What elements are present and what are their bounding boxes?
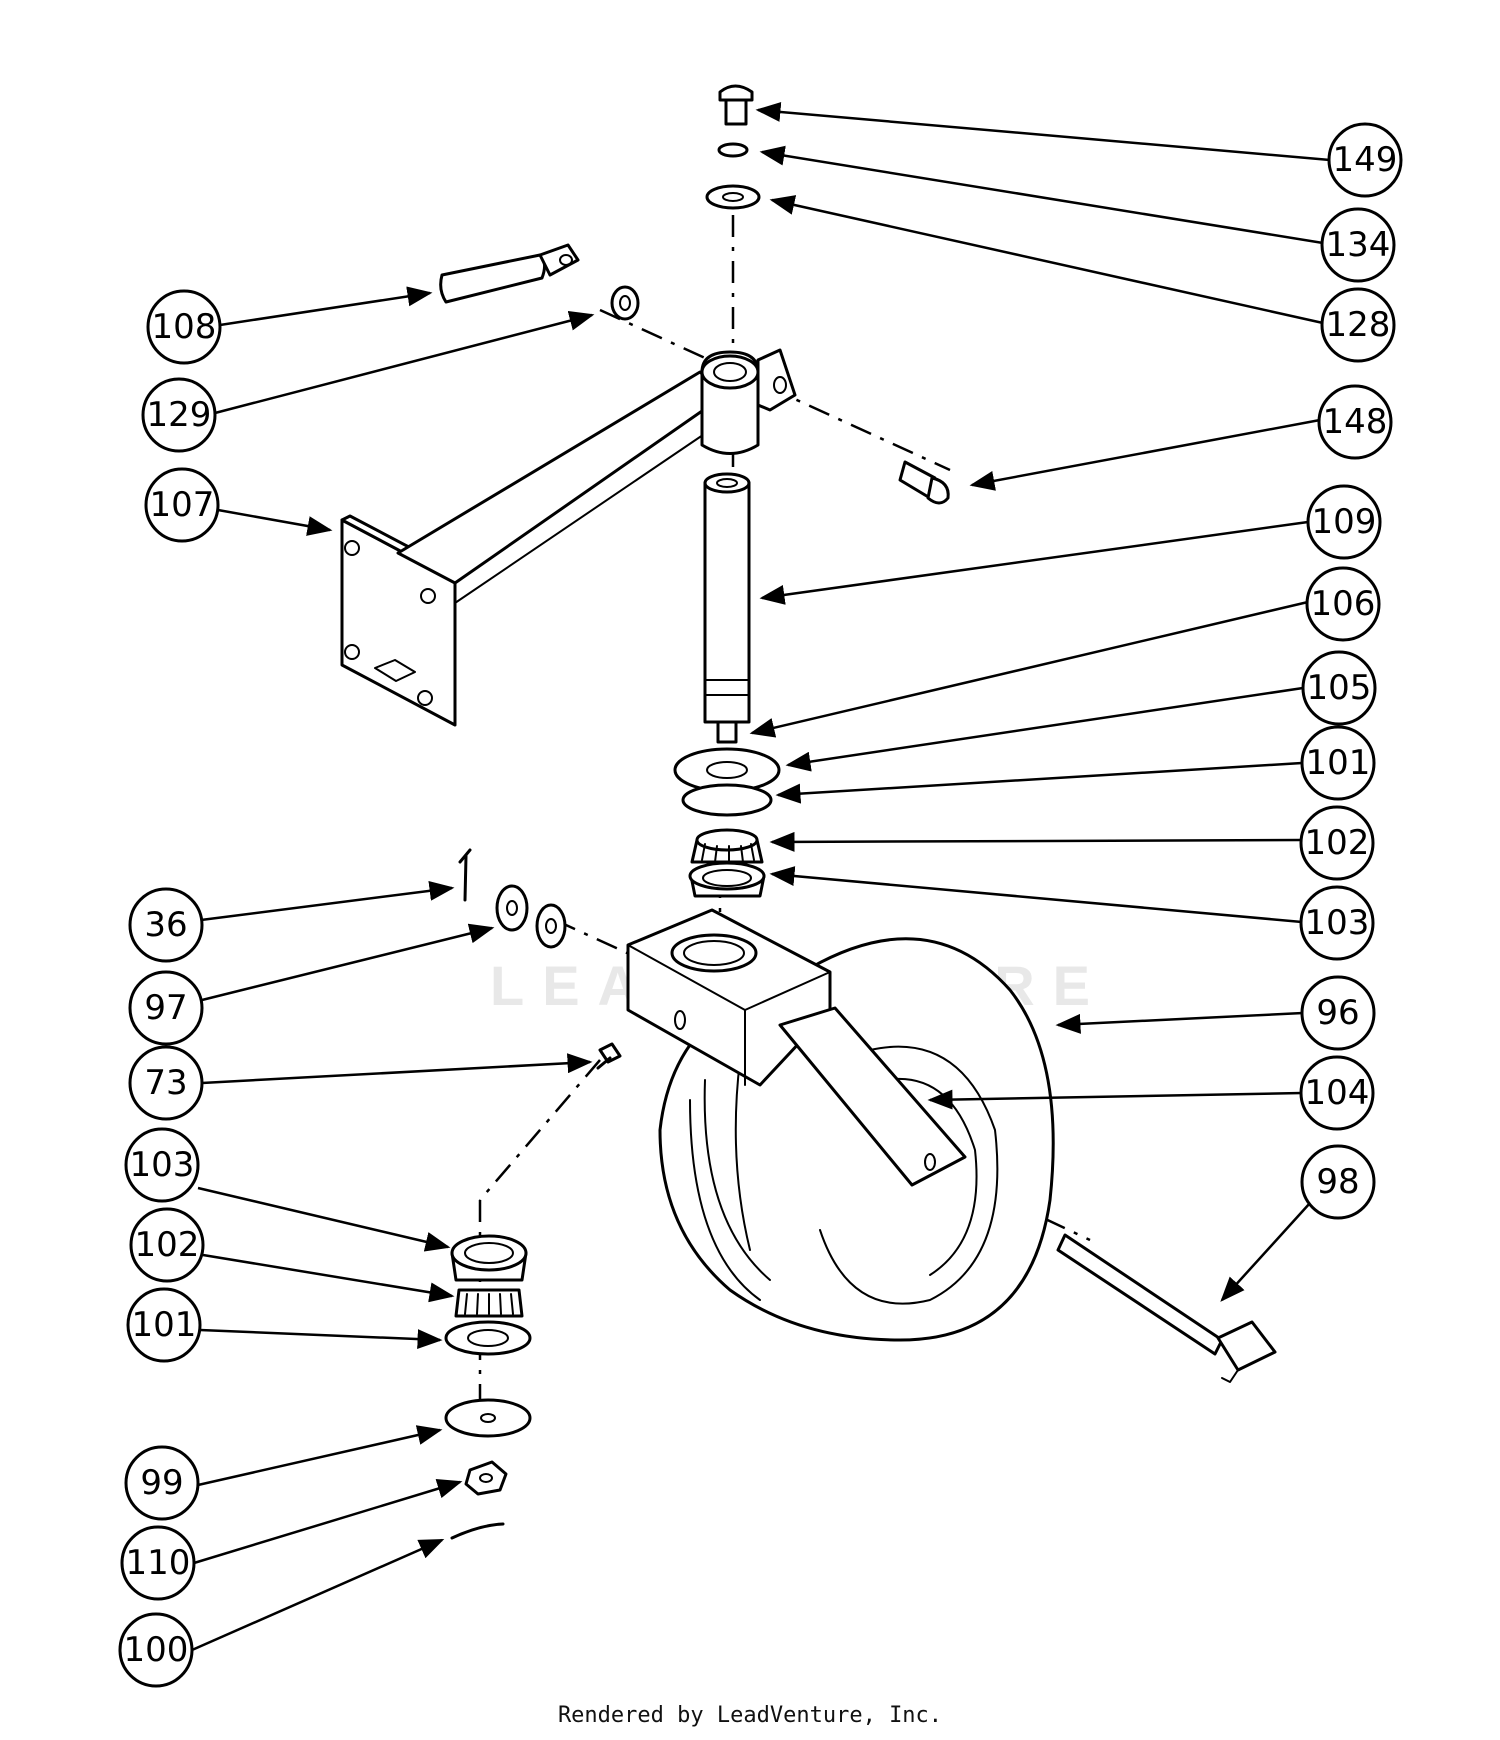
callout-label: 100 (124, 1630, 189, 1670)
callout-109: 109 (1306, 484, 1382, 560)
callout-label: 96 (1316, 993, 1359, 1033)
flat-washer-128 (705, 184, 761, 210)
callout-106: 106 (1305, 566, 1381, 642)
axle-bolt-98 (1056, 1233, 1277, 1383)
callout-label: 101 (132, 1305, 197, 1345)
callout-label: 129 (147, 395, 212, 435)
callout-148: 148 (1317, 384, 1393, 460)
axle-arm-107 (340, 348, 797, 727)
washer-101-lower (444, 1320, 532, 1356)
callout-103-upper: 103 (1299, 885, 1375, 961)
callout-label: 149 (1333, 140, 1398, 180)
leader-lines (191, 101, 1331, 1652)
callout-label: 36 (144, 905, 187, 945)
fitting-73 (596, 1042, 622, 1070)
callout-103-lower: 103 (124, 1127, 200, 1203)
callout-label: 107 (150, 485, 215, 525)
callout-128: 128 (1320, 287, 1396, 363)
callout-149: 149 (1327, 122, 1403, 198)
callout-label: 134 (1326, 225, 1391, 265)
callout-129: 129 (141, 377, 217, 453)
cup-103-upper (688, 861, 766, 898)
callout-134: 134 (1320, 207, 1396, 283)
callout-104: 104 (1299, 1055, 1375, 1131)
callout-101-lower: 101 (126, 1287, 202, 1363)
callout-label: 110 (126, 1543, 191, 1583)
callout-label: 128 (1326, 305, 1391, 345)
washer-99 (444, 1398, 532, 1438)
callouts: 149 134 128 108 129 148 107 109 106 105 … (118, 122, 1403, 1688)
lock-washer-134 (717, 142, 749, 158)
callout-102-lower: 102 (129, 1207, 205, 1283)
callout-label: 98 (1316, 1162, 1359, 1202)
washers-97 (495, 884, 567, 949)
callout-label: 105 (1307, 668, 1372, 708)
nut-129 (610, 285, 640, 321)
nut-110 (464, 1460, 508, 1496)
callout-label: 148 (1323, 402, 1388, 442)
callout-73: 73 (128, 1045, 204, 1121)
bolt-149 (718, 84, 754, 126)
callout-label: 99 (140, 1463, 183, 1503)
callout-label: 109 (1312, 502, 1377, 542)
bolt-148 (898, 460, 950, 505)
callout-99: 99 (124, 1445, 200, 1521)
callout-label: 102 (1305, 823, 1370, 863)
callout-110: 110 (120, 1525, 196, 1601)
callout-107: 107 (144, 467, 220, 543)
callout-98: 98 (1300, 1144, 1376, 1220)
callout-label: 102 (135, 1225, 200, 1265)
callout-label: 97 (144, 988, 187, 1028)
callout-label: 101 (1306, 743, 1371, 783)
callout-108: 108 (146, 289, 222, 365)
pin-100 (450, 1522, 505, 1540)
rod-end-108 (439, 243, 580, 304)
callout-101-upper: 101 (1300, 725, 1376, 801)
callout-100: 100 (118, 1612, 194, 1688)
callout-105: 105 (1301, 650, 1377, 726)
bearing-102-upper (690, 828, 764, 864)
callout-36: 36 (128, 887, 204, 963)
fork-104 (626, 908, 967, 1187)
callout-label: 104 (1305, 1073, 1370, 1113)
washer-101-upper (681, 783, 773, 817)
callout-label: 73 (144, 1063, 187, 1103)
callout-96: 96 (1300, 975, 1376, 1051)
callout-97: 97 (128, 970, 204, 1046)
callout-label: 103 (130, 1145, 195, 1185)
cup-103-lower (450, 1234, 528, 1282)
cotter-pin-36 (458, 848, 472, 902)
callout-label: 106 (1311, 584, 1376, 624)
spindle-109 (703, 472, 751, 744)
callout-label: 103 (1305, 903, 1370, 943)
footer-credit: Rendered by LeadVenture, Inc. (558, 1703, 942, 1728)
bearing-102-lower (454, 1288, 524, 1318)
callout-102-upper: 102 (1299, 805, 1375, 881)
callout-label: 108 (152, 307, 217, 347)
